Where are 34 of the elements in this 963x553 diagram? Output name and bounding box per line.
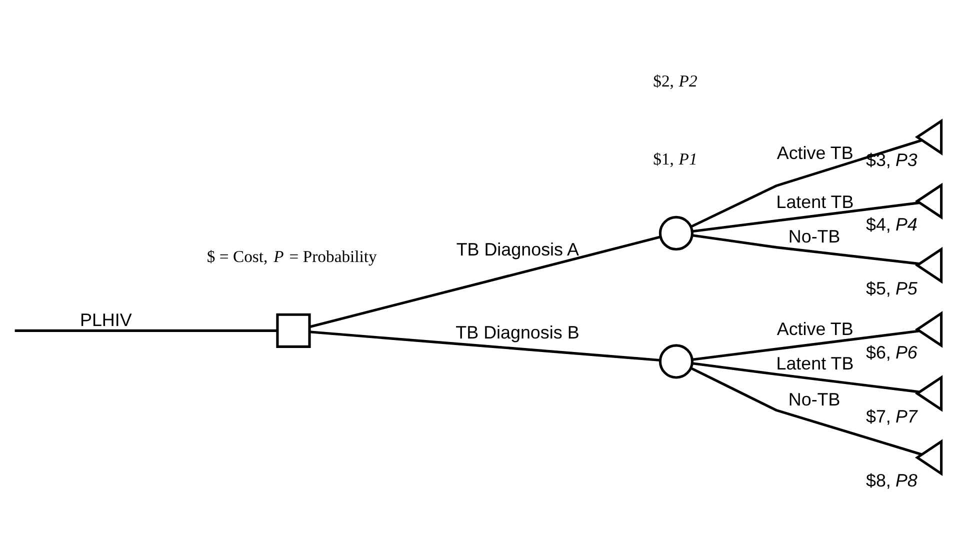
node-triangle xyxy=(914,118,943,156)
node-label: $4, P4 xyxy=(866,214,918,234)
edge-label: No-TB xyxy=(788,389,840,410)
connector xyxy=(692,330,920,361)
connector xyxy=(692,202,920,233)
edge-label: TB Diagnosis A xyxy=(456,239,579,260)
connector xyxy=(14,329,278,332)
connector xyxy=(692,234,920,266)
edge-label: PLHIV xyxy=(80,310,132,330)
edge-label: Active TB xyxy=(776,318,854,339)
node-triangle xyxy=(914,310,943,348)
node-label: $7, P7 xyxy=(866,406,918,427)
node-circle xyxy=(658,344,694,379)
edge-label: Latent TB xyxy=(776,353,854,374)
label: $2, P2 xyxy=(653,71,698,90)
edge-label: Active TB xyxy=(776,143,854,164)
node-triangle xyxy=(914,246,943,284)
node-label: $6, P6 xyxy=(866,342,918,362)
edge-label: No-TB xyxy=(788,226,840,246)
node-triangle xyxy=(914,375,943,412)
node-circle xyxy=(658,216,694,251)
connector xyxy=(690,139,922,228)
connector xyxy=(690,367,922,456)
label: $1, P1 xyxy=(653,150,698,168)
edge-label: TB Diagnosis B xyxy=(456,322,580,343)
node-box xyxy=(276,313,311,348)
label: $ = Cost, P = Probability xyxy=(206,246,377,266)
node-label: $8, P8 xyxy=(866,470,918,491)
node-label: $5, P5 xyxy=(866,278,918,298)
node-triangle xyxy=(914,182,943,220)
edge-label: Latent TB xyxy=(776,192,854,212)
connector xyxy=(692,362,920,394)
connector xyxy=(310,330,660,362)
connector xyxy=(309,236,661,328)
